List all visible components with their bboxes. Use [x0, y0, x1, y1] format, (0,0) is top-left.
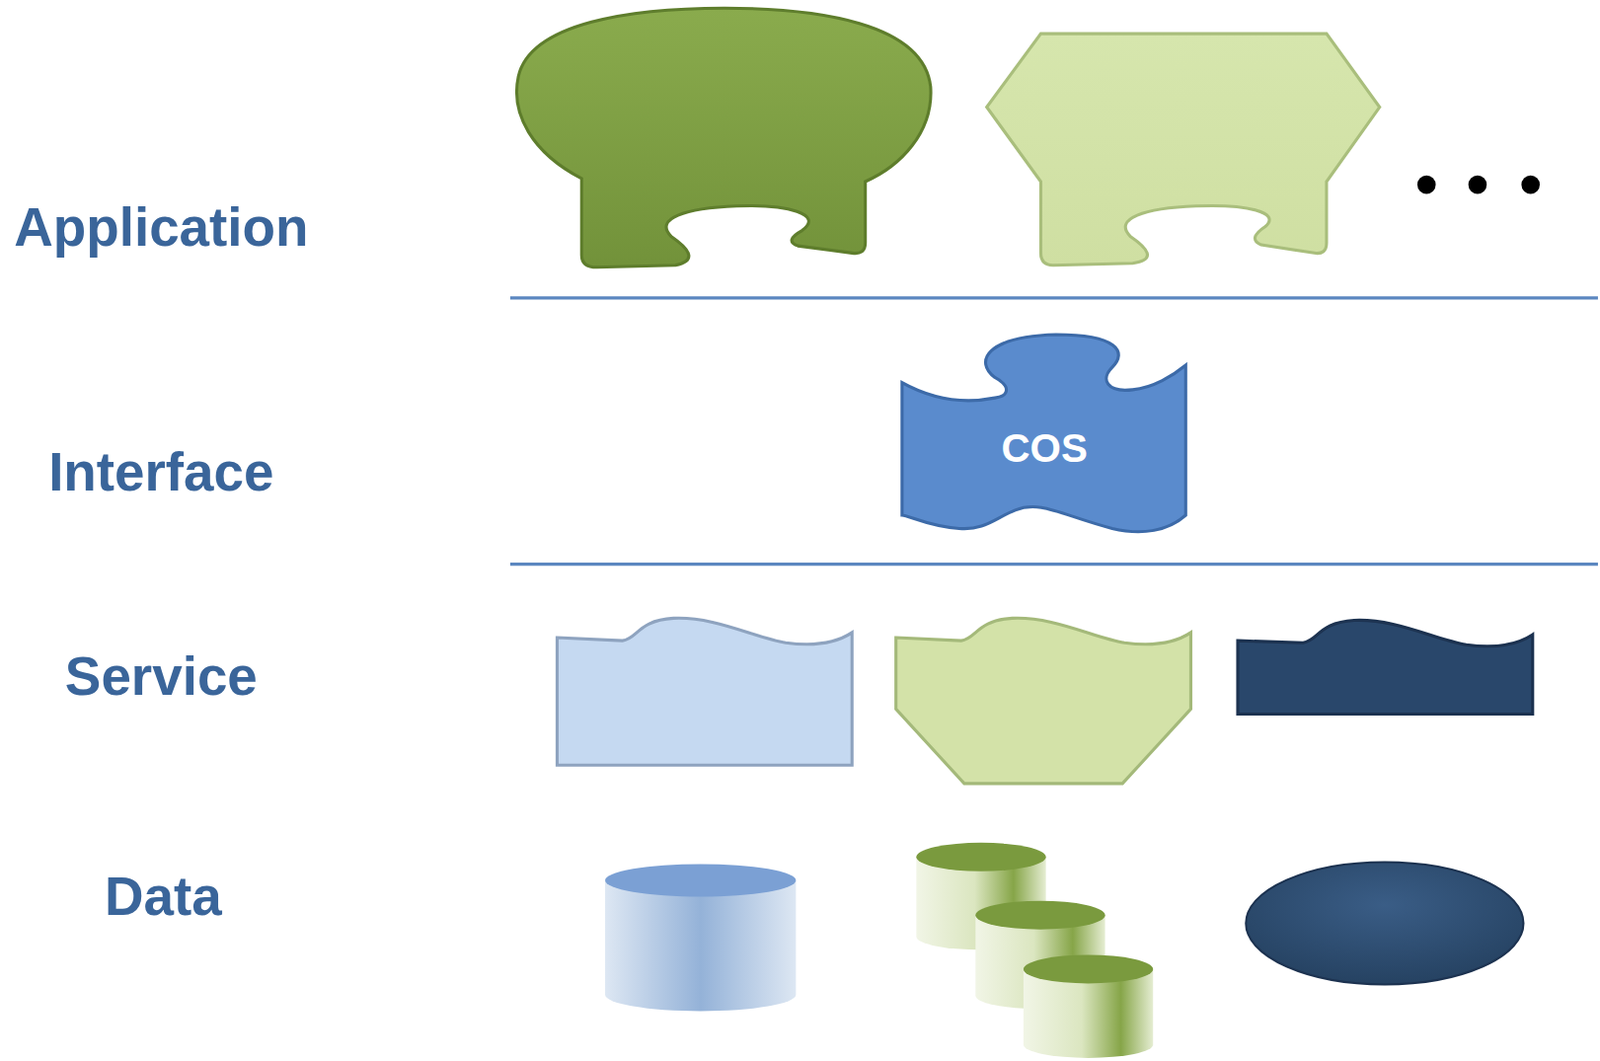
layer-label: Data — [104, 868, 223, 923]
application-piece — [517, 7, 932, 268]
interface-puzzle-piece: COS — [901, 332, 1188, 535]
data-ellipse — [1245, 861, 1524, 985]
layer-separator — [510, 562, 1599, 566]
layer-label: Application — [13, 199, 308, 254]
node-outline-path — [902, 334, 1186, 533]
layer-label: Service — [65, 649, 258, 704]
layer-label: Interface — [48, 444, 274, 499]
service-piece — [1237, 619, 1533, 714]
database-cylinder — [1023, 954, 1153, 1058]
ellipsis-dot — [1521, 175, 1540, 195]
node-label: COS — [1000, 427, 1087, 471]
layer-separator — [510, 296, 1599, 300]
ellipsis-dot — [1468, 175, 1488, 195]
service-piece — [556, 617, 852, 765]
database-cylinder — [605, 864, 796, 1012]
ellipsis-dot — [1417, 175, 1437, 195]
service-piece — [896, 617, 1192, 784]
application-piece — [987, 33, 1380, 266]
